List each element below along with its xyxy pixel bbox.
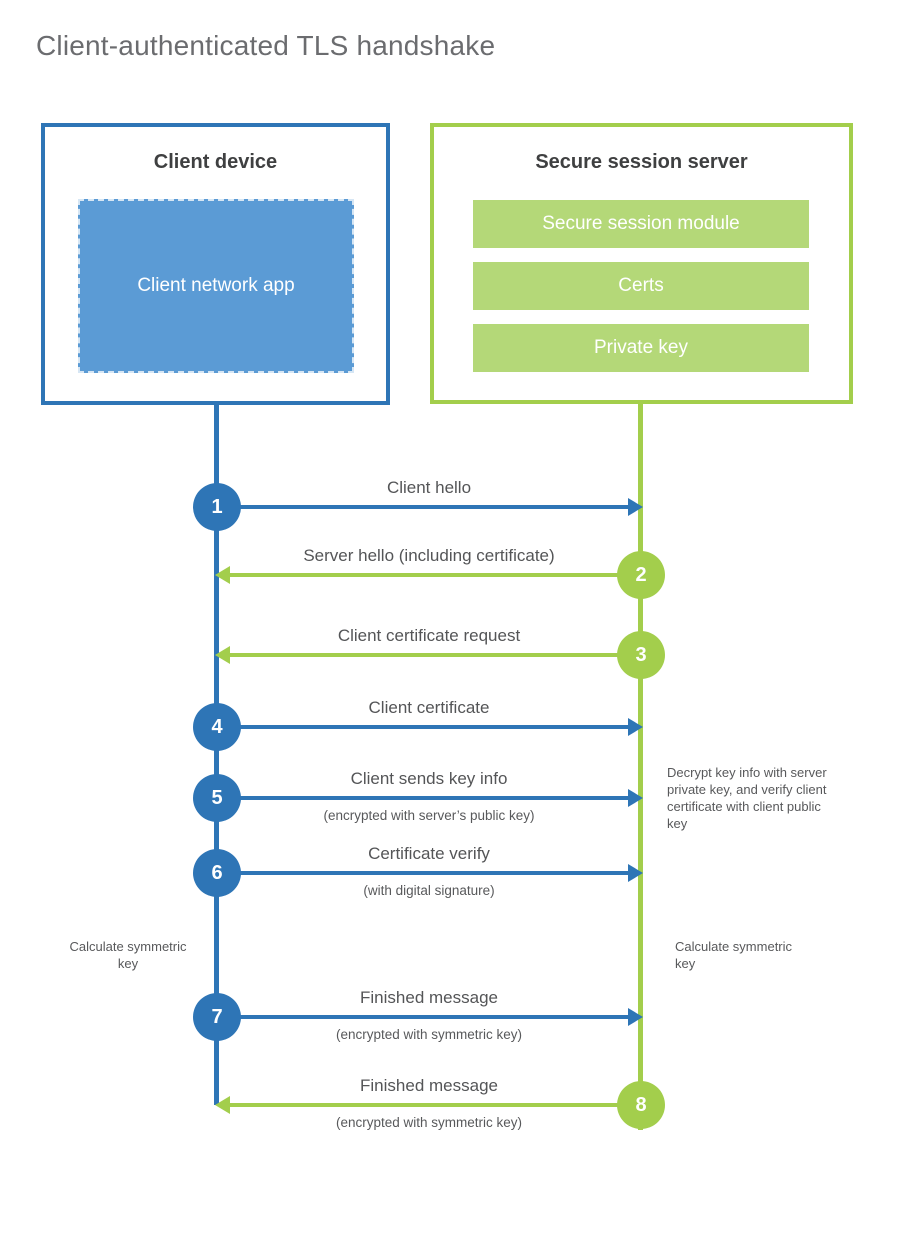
message-sublabel: (encrypted with symmetric key) [335,1027,523,1042]
message-arrow-line [237,796,635,800]
step-number-badge: 4 [193,703,241,751]
message-arrow-line [237,1015,635,1019]
message-label: Client certificate request [337,626,521,645]
message-label: Client certificate [368,698,490,717]
certs-bar: Certs [473,262,809,310]
server-calculate-symmetric-key-note: Calculate symmetric key [675,939,793,971]
message-arrow-line [237,725,635,729]
message-arrow-line [223,653,621,657]
step-number-badge: 1 [193,483,241,531]
message-label: Finished message [360,1076,498,1095]
message-label: Client sends key info [350,769,508,788]
message-arrow-line [237,505,635,509]
arrowhead-left-icon [215,646,230,664]
server-lifeline [638,404,643,1130]
arrowhead-right-icon [628,718,643,736]
message-label: Client hello [386,478,472,497]
message-sublabel: (encrypted with server’s public key) [323,808,535,823]
message-arrow-line [237,871,635,875]
client-device-title: Client device [153,151,278,173]
arrowhead-right-icon [628,864,643,882]
secure-session-module-bar: Secure session module [473,200,809,248]
message-label: Certificate verify [368,844,490,863]
arrowhead-right-icon [628,1008,643,1026]
message-sublabel: (encrypted with symmetric key) [335,1115,523,1130]
step-number-badge: 2 [617,551,665,599]
secure-session-server-box: Secure session server Secure session mod… [430,123,853,404]
server-decrypt-note: Decrypt key info with server private key… [667,765,827,831]
private-key-bar: Private key [473,324,809,372]
step-number-badge: 7 [193,993,241,1041]
client-lifeline [214,405,219,1105]
message-label: Server hello (including certificate) [303,546,555,565]
client-device-box: Client device Client network app [41,123,390,405]
message-arrow-line [223,573,621,577]
step-number-badge: 8 [617,1081,665,1129]
secure-session-server-title: Secure session server [535,151,748,173]
message-sublabel: (with digital signature) [363,883,495,898]
step-number-badge: 3 [617,631,665,679]
client-calculate-symmetric-key-note: Calculate symmetric key [69,939,187,971]
step-number-badge: 6 [193,849,241,897]
arrowhead-left-icon [215,566,230,584]
arrowhead-right-icon [628,498,643,516]
step-number-badge: 5 [193,774,241,822]
message-arrow-line [223,1103,621,1107]
client-network-app-box: Client network app [78,199,354,373]
page-title: Client-authenticated TLS handshake [36,30,496,61]
arrowhead-left-icon [215,1096,230,1114]
message-label: Finished message [360,988,498,1007]
arrowhead-right-icon [628,789,643,807]
